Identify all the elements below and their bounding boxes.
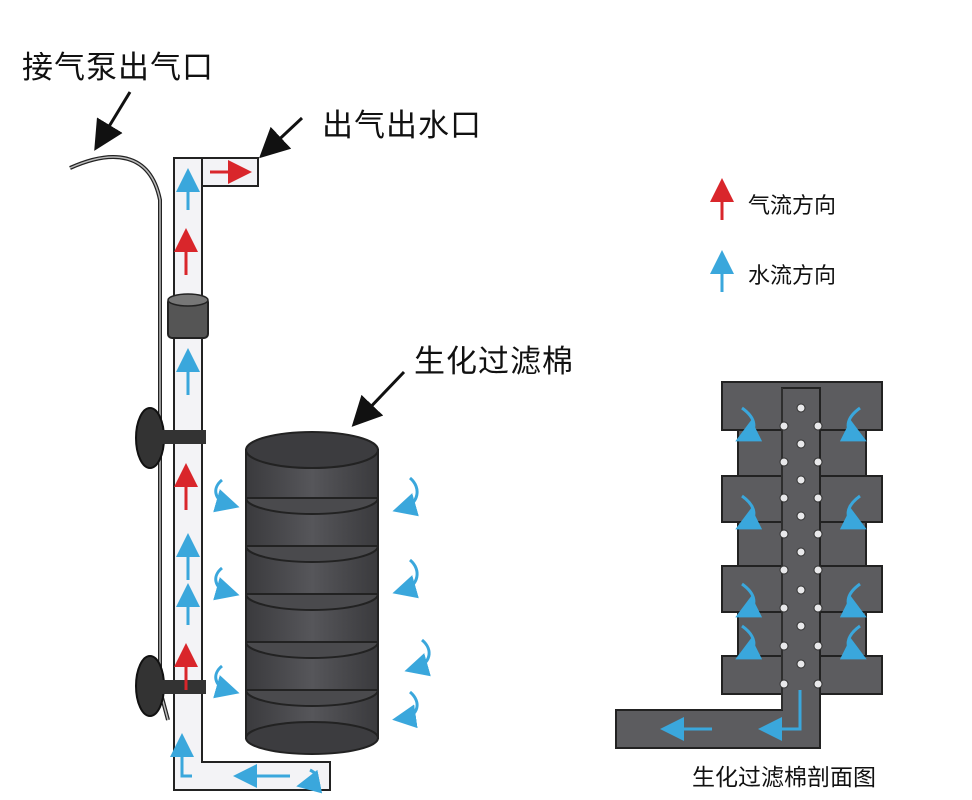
- air-flow-arrows: [174, 160, 252, 690]
- bottom-pipe: [173, 718, 331, 791]
- section-caption: 生化过滤棉剖面图: [692, 765, 876, 791]
- water-flow-arrows-sponge: [213, 476, 431, 729]
- air-pump-outlet-label: 接气泵出气口: [22, 50, 214, 86]
- air-water-outlet-label: 出气出水口: [322, 108, 482, 144]
- suction-cup-upper: [135, 407, 206, 469]
- legend-air-label: 气流方向: [748, 194, 837, 219]
- sponge-stack: [245, 431, 379, 755]
- water-flow-arrows-pipe: [170, 168, 323, 794]
- section-water-arrows: [660, 406, 867, 741]
- section-tube: [615, 387, 821, 749]
- leader-outlet: [259, 116, 304, 159]
- suction-cup-lower: [135, 655, 206, 717]
- air-hose-inner: [69, 156, 169, 721]
- leader-filter: [351, 370, 406, 427]
- legend-water-label: 水流方向: [748, 264, 837, 289]
- leader-air-pump: [94, 91, 132, 151]
- section-holes: [779, 403, 823, 689]
- bio-filter-sponge-label: 生化过滤棉: [414, 344, 574, 380]
